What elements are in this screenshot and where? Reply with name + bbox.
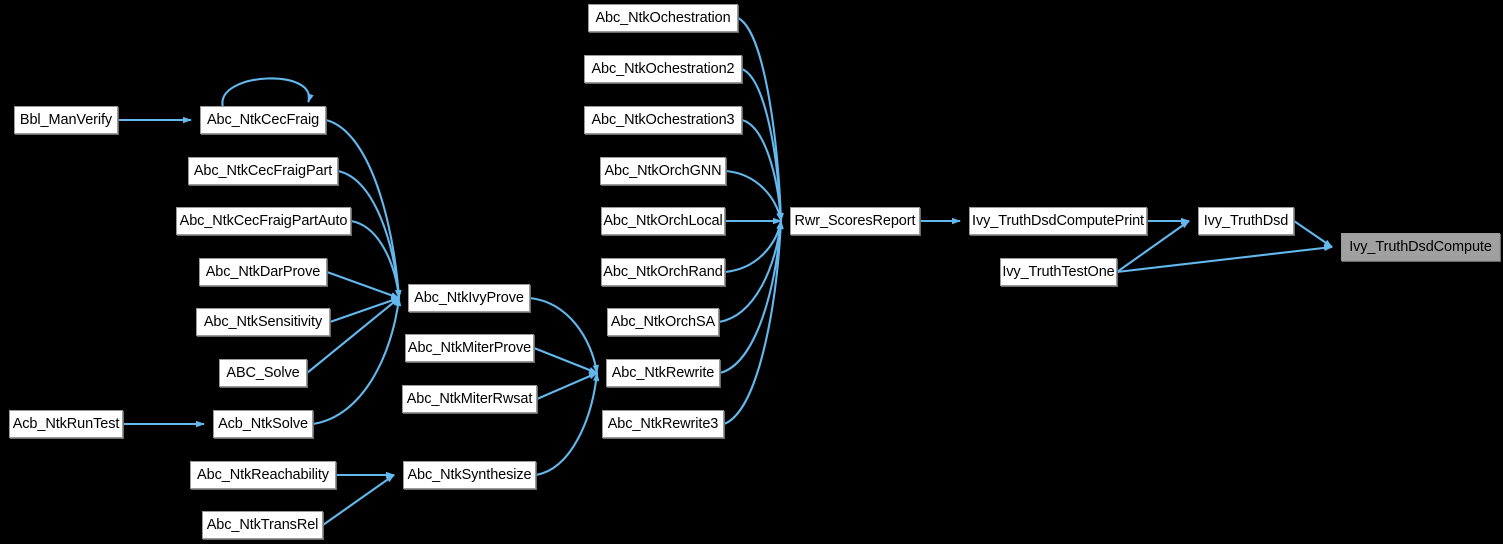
- graph-node-label: Abc_NtkTransRel: [206, 516, 319, 533]
- graph-node-label: Ivy_TruthDsd: [1203, 212, 1289, 229]
- graph-node-abc_ntkreachability[interactable]: Abc_NtkReachability: [190, 461, 336, 489]
- graph-node-label: Abc_NtkOchestration: [595, 9, 731, 26]
- graph-node-label: Abc_NtkOchestration2: [591, 60, 735, 77]
- graph-node-label: Abc_NtkCecFraig: [206, 111, 320, 128]
- graph-node-label: Ivy_TruthDsdComputePrint: [972, 212, 1144, 229]
- graph-node-abc_ntkorchsa[interactable]: Abc_NtkOrchSA: [607, 308, 719, 336]
- graph-node-abc_ntkorchrand[interactable]: Abc_NtkOrchRand: [601, 258, 725, 286]
- graph-node-label: ABC_Solve: [226, 364, 300, 381]
- graph-node-label: Abc_NtkCecFraigPart: [193, 162, 333, 179]
- graph-node-ivy_truthtestone[interactable]: Ivy_TruthTestOne: [1000, 258, 1117, 286]
- graph-node-abc_ntkmiterprove[interactable]: Abc_NtkMiterProve: [405, 334, 534, 362]
- graph-node-label: Abc_NtkReachability: [197, 466, 329, 483]
- graph-node-abc_ntkochestration3[interactable]: Abc_NtkOchestration3: [584, 106, 742, 134]
- graph-node-label: Abc_NtkOrchRand: [603, 263, 723, 280]
- graph-node-rwr_scoresreport[interactable]: Rwr_ScoresReport: [790, 207, 920, 235]
- graph-node-abc_ntkrewrite3[interactable]: Abc_NtkRewrite3: [602, 410, 724, 438]
- graph-node-label: Abc_NtkOrchLocal: [603, 212, 723, 229]
- graph-node-abc_ntksensitivity[interactable]: Abc_NtkSensitivity: [196, 308, 330, 336]
- graph-node-abc_ntkcecfraigpartauto[interactable]: Abc_NtkCecFraigPartAuto: [176, 207, 351, 235]
- graph-node-label: Abc_NtkIvyProve: [414, 289, 524, 306]
- graph-node-abc_ntkrewrite[interactable]: Abc_NtkRewrite: [606, 359, 720, 387]
- graph-node-label: Rwr_ScoresReport: [794, 212, 916, 229]
- graph-node-label: Acb_NtkRunTest: [12, 415, 120, 432]
- graph-node-ivy_truthdsd[interactable]: Ivy_TruthDsd: [1198, 207, 1294, 235]
- graph-node-label: Abc_NtkOchestration3: [591, 111, 735, 128]
- graph-node-ivy_truthdsdcompute[interactable]: Ivy_TruthDsdCompute: [1341, 233, 1500, 261]
- graph-node-label: Abc_NtkOrchGNN: [604, 162, 722, 179]
- graph-node-label: Abc_NtkCecFraigPartAuto: [179, 212, 348, 229]
- graph-node-acb_ntksolve[interactable]: Acb_NtkSolve: [213, 410, 313, 438]
- graph-node-bbl_manverify[interactable]: Bbl_ManVerify: [14, 106, 118, 134]
- graph-node-abc_ntkochestration2[interactable]: Abc_NtkOchestration2: [584, 55, 742, 83]
- graph-node-abc_ntkorchgnn[interactable]: Abc_NtkOrchGNN: [600, 157, 726, 185]
- graph-node-ivy_truthdsdcomputeprint[interactable]: Ivy_TruthDsdComputePrint: [969, 207, 1147, 235]
- graph-node-label: Acb_NtkSolve: [218, 415, 308, 432]
- graph-node-abc_ntkmiterrwsat[interactable]: Abc_NtkMiterRwsat: [402, 385, 537, 413]
- graph-node-label: Abc_NtkMiterProve: [407, 339, 532, 356]
- graph-node-label: Ivy_TruthDsdCompute: [1349, 238, 1492, 255]
- graph-node-abc_ntkcecfraigpart[interactable]: Abc_NtkCecFraigPart: [188, 157, 338, 185]
- graph-node-label: Ivy_TruthTestOne: [1002, 263, 1115, 280]
- graph-node-abc_ntkdarprove[interactable]: Abc_NtkDarProve: [199, 258, 327, 286]
- graph-node-label: Abc_NtkRewrite: [611, 364, 715, 381]
- graph-node-abc_ntkochestration[interactable]: Abc_NtkOchestration: [588, 4, 738, 32]
- graph-node-abc_ntktransrel[interactable]: Abc_NtkTransRel: [202, 511, 323, 539]
- graph-node-abc_ntkivyprove[interactable]: Abc_NtkIvyProve: [408, 284, 530, 312]
- graph-node-label: Abc_NtkMiterRwsat: [406, 390, 533, 407]
- graph-node-label: Bbl_ManVerify: [19, 111, 113, 128]
- graph-node-abc_solve[interactable]: ABC_Solve: [219, 359, 307, 387]
- graph-node-abc_ntksynthesize[interactable]: Abc_NtkSynthesize: [403, 461, 536, 489]
- graph-node-acb_ntkruntest[interactable]: Acb_NtkRunTest: [9, 410, 123, 438]
- graph-node-label: Abc_NtkDarProve: [205, 263, 321, 280]
- graph-node-label: Abc_NtkOrchSA: [610, 313, 716, 330]
- graph-node-label: Abc_NtkRewrite3: [607, 415, 719, 432]
- graph-node-label: Abc_NtkSensitivity: [203, 313, 323, 330]
- graph-node-abc_ntkcecfraig[interactable]: Abc_NtkCecFraig: [200, 106, 326, 134]
- graph-node-abc_ntkorchlocal[interactable]: Abc_NtkOrchLocal: [601, 207, 725, 235]
- graph-node-label: Abc_NtkSynthesize: [407, 466, 532, 483]
